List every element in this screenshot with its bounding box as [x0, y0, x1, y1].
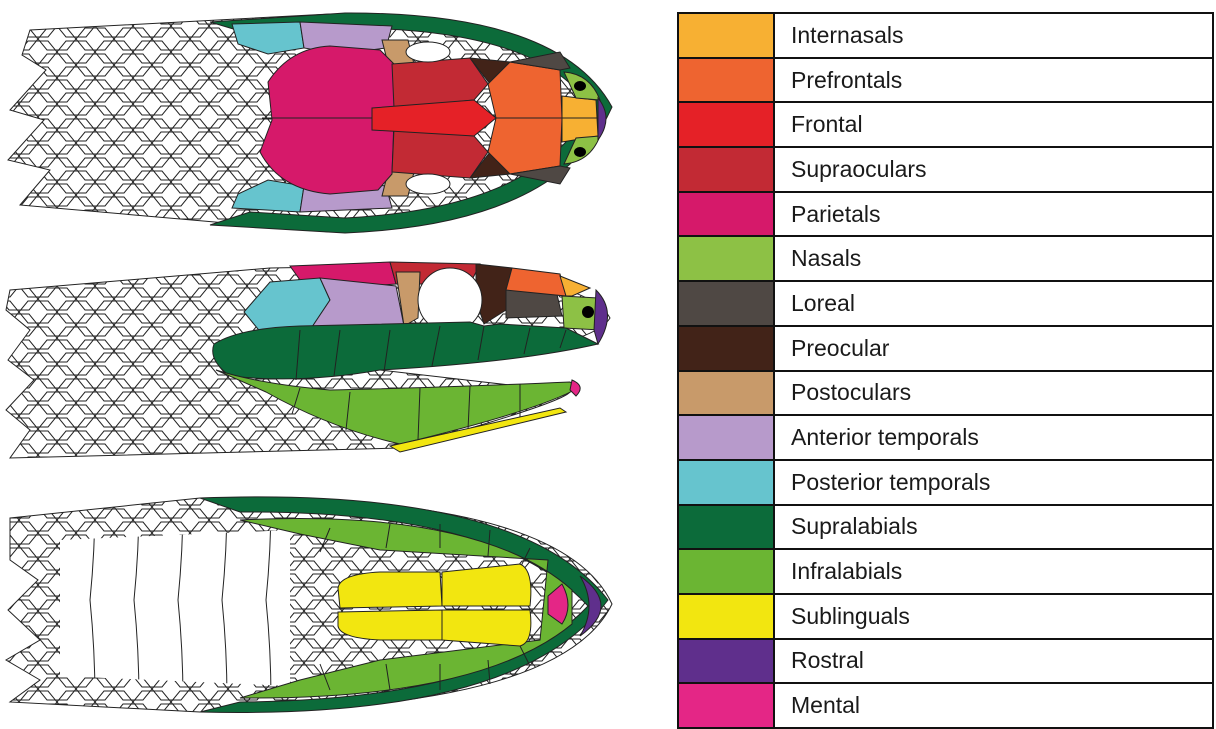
legend-swatch — [678, 236, 774, 281]
legend-label: Anterior temporals — [774, 415, 1213, 460]
legend-swatch — [678, 281, 774, 326]
legend-swatch — [678, 371, 774, 416]
legend-swatch — [678, 594, 774, 639]
legend-table: Internasals Prefrontals Frontal Supraocu… — [677, 12, 1214, 729]
legend-label: Preocular — [774, 326, 1213, 371]
legend-row: Prefrontals — [678, 58, 1213, 103]
legend-label: Postoculars — [774, 371, 1213, 416]
eye-dorsal-bottom — [406, 174, 450, 194]
legend-swatch — [678, 549, 774, 594]
legend-swatch — [678, 192, 774, 237]
sublinguals-ventral-right-bottom — [442, 610, 531, 646]
sublinguals-ventral-left-top — [338, 572, 442, 608]
dorsal-view — [8, 13, 612, 233]
legend-label: Parietals — [774, 192, 1213, 237]
mental-lateral — [570, 380, 580, 396]
legend-row: Frontal — [678, 102, 1213, 147]
legend-label: Rostral — [774, 639, 1213, 684]
legend-swatch — [678, 639, 774, 684]
legend-swatch — [678, 58, 774, 103]
legend-label: Prefrontals — [774, 58, 1213, 103]
legend-swatch — [678, 13, 774, 58]
legend-label: Loreal — [774, 281, 1213, 326]
legend-label: Internasals — [774, 13, 1213, 58]
ventral-scutes — [60, 530, 290, 686]
legend-swatch — [678, 415, 774, 460]
sublinguals-ventral-right-top — [442, 564, 531, 606]
snake-head-illustration — [0, 0, 640, 729]
sublinguals-ventral-left-bottom — [338, 610, 442, 640]
nostril-dorsal-top — [574, 81, 586, 91]
lateral-view — [6, 262, 610, 458]
legend-label: Supraoculars — [774, 147, 1213, 192]
legend-row: Anterior temporals — [678, 415, 1213, 460]
legend-label: Mental — [774, 683, 1213, 728]
legend-label: Infralabials — [774, 549, 1213, 594]
eye-dorsal-top — [406, 42, 450, 62]
legend-swatch — [678, 683, 774, 728]
legend-row: Infralabials — [678, 549, 1213, 594]
legend-swatch — [678, 102, 774, 147]
legend-swatch — [678, 460, 774, 505]
legend-label: Supralabials — [774, 505, 1213, 550]
legend-swatch — [678, 505, 774, 550]
legend-label: Posterior temporals — [774, 460, 1213, 505]
nostril-dorsal-bottom — [574, 147, 586, 157]
rostral-lateral — [594, 290, 608, 344]
legend-label: Frontal — [774, 102, 1213, 147]
legend-row: Parietals — [678, 192, 1213, 237]
legend-row: Supraoculars — [678, 147, 1213, 192]
ventral-view — [6, 497, 612, 713]
legend-row: Preocular — [678, 326, 1213, 371]
legend-row: Supralabials — [678, 505, 1213, 550]
legend-row: Internasals — [678, 13, 1213, 58]
legend-row: Sublinguals — [678, 594, 1213, 639]
internasals-dorsal — [562, 96, 598, 142]
legend-label: Sublinguals — [774, 594, 1213, 639]
legend-row: Nasals — [678, 236, 1213, 281]
supralabials-lateral — [213, 322, 598, 379]
legend-row: Mental — [678, 683, 1213, 728]
nostril-lateral — [582, 306, 594, 318]
legend-row: Loreal — [678, 281, 1213, 326]
legend-swatch — [678, 147, 774, 192]
legend-label: Nasals — [774, 236, 1213, 281]
legend-row: Posterior temporals — [678, 460, 1213, 505]
legend-swatch — [678, 326, 774, 371]
legend-row: Postoculars — [678, 371, 1213, 416]
legend-row: Rostral — [678, 639, 1213, 684]
